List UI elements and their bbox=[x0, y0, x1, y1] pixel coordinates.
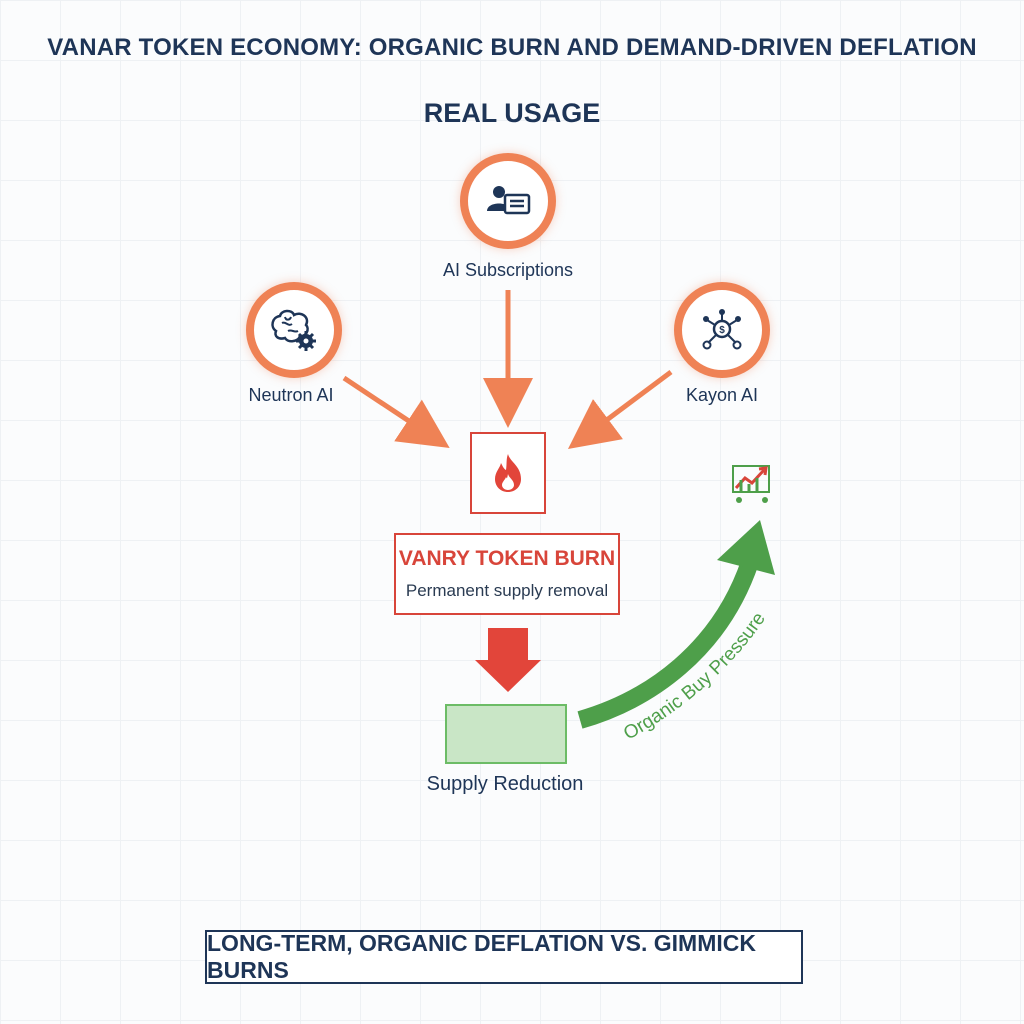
network-coin-icon: $ bbox=[702, 309, 742, 350]
token-burn-title: VANRY TOKEN BURN bbox=[398, 547, 616, 570]
chart-cart-icon bbox=[732, 465, 770, 503]
buy-pressure-label: Organic Buy Pressure bbox=[620, 609, 770, 745]
arrow-kayon-to-burn bbox=[567, 369, 673, 449]
kayon-ai-node: $ bbox=[674, 282, 770, 378]
token-burn-subtitle: Permanent supply removal bbox=[405, 581, 609, 600]
flame-icon bbox=[495, 454, 521, 492]
neutron-ai-label: Neutron AI bbox=[248, 385, 334, 405]
section-title: REAL USAGE bbox=[423, 98, 601, 128]
ai-subscriptions-node bbox=[460, 153, 556, 249]
footer-banner: LONG-TERM, ORGANIC DEFLATION VS. GIMMICK… bbox=[205, 930, 803, 984]
user-card-icon bbox=[487, 186, 531, 215]
arrow-neutron-to-burn bbox=[342, 375, 450, 449]
kayon-ai-label: Kayon AI bbox=[685, 385, 759, 405]
arrow-burn-to-supply bbox=[475, 628, 541, 692]
neutron-ai-node bbox=[246, 282, 342, 378]
organic-buy-pressure-arrow bbox=[577, 559, 759, 729]
brain-gear-icon bbox=[271, 309, 316, 351]
diagram-title: VANAR TOKEN ECONOMY: ORGANIC BURN AND DE… bbox=[47, 34, 977, 61]
footer-text: LONG-TERM, ORGANIC DEFLATION VS. GIMMICK… bbox=[207, 930, 756, 983]
supply-reduction-block bbox=[445, 704, 567, 764]
burn-icon-box bbox=[470, 432, 546, 514]
supply-reduction-label: Supply Reduction bbox=[426, 773, 584, 795]
svg-text:$: $ bbox=[719, 325, 725, 336]
ai-subscriptions-label: AI Subscriptions bbox=[442, 260, 574, 280]
token-burn-box: VANRY TOKEN BURN Permanent supply remova… bbox=[394, 533, 620, 615]
